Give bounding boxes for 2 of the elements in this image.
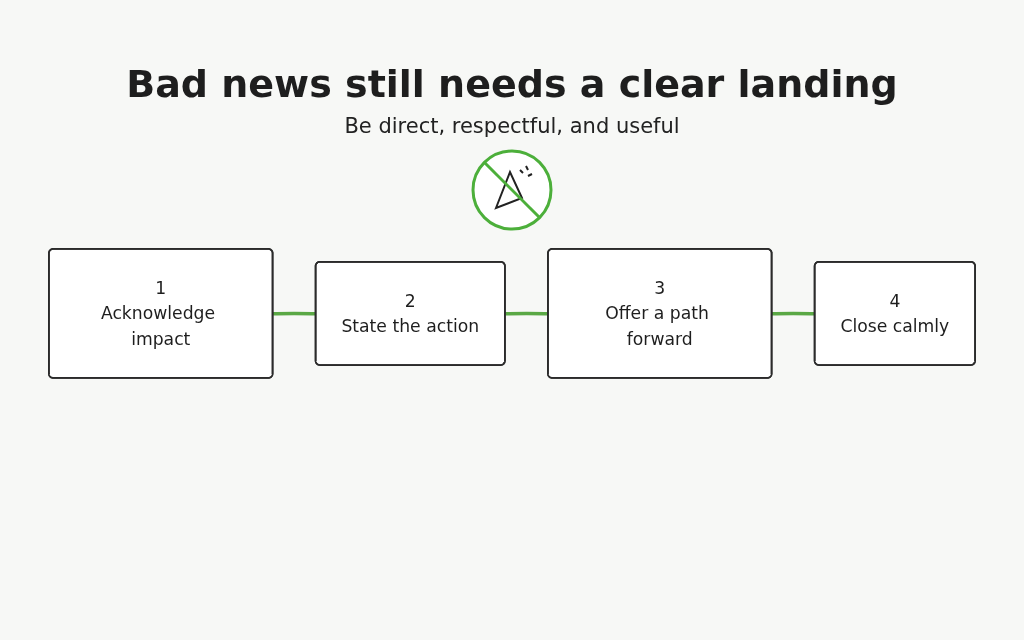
subtitle: Be direct, respectful, and useful xyxy=(344,114,680,138)
title: Bad news still needs a clear landing xyxy=(126,62,898,106)
